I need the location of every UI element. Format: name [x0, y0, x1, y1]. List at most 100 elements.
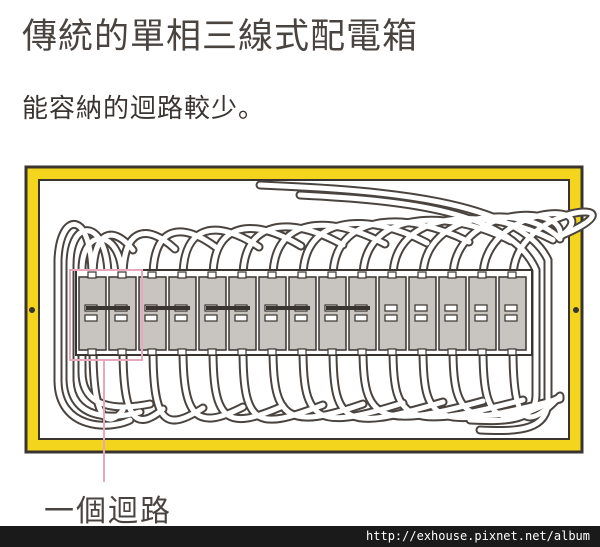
breaker-toggle [174, 314, 188, 322]
breaker-terminal-top [87, 271, 97, 279]
wire-right-bundle [297, 192, 539, 424]
wire-top [180, 227, 262, 280]
wire-top [300, 221, 430, 280]
breaker-body [78, 276, 107, 351]
breaker-toggle [504, 304, 518, 312]
breaker-toggle [354, 314, 368, 322]
breaker-toggle [384, 304, 398, 312]
breaker-toggle [474, 304, 488, 312]
wire-left-loop [55, 221, 133, 428]
breaker-body [288, 276, 317, 351]
breaker [288, 271, 317, 356]
breaker-terminal-top [477, 271, 487, 279]
breaker-toggle [204, 314, 218, 322]
breaker-terminal-top [177, 271, 187, 279]
breaker-body [138, 276, 167, 351]
breaker [108, 271, 137, 356]
double-pole-tie [206, 306, 250, 310]
breaker [198, 271, 227, 356]
breaker-toggle [384, 314, 398, 322]
breaker [498, 271, 527, 356]
breaker-toggle [264, 314, 278, 322]
breaker-terminal-bottom [237, 348, 247, 356]
breaker [138, 271, 167, 356]
breaker-terminal-bottom [327, 348, 337, 356]
breaker [438, 271, 467, 356]
wire-bottom [270, 347, 366, 420]
breaker-toggle [114, 314, 128, 322]
breaker [168, 271, 197, 356]
breaker-terminal-top [447, 271, 457, 279]
double-pole-tie [86, 306, 130, 310]
breaker-terminal-bottom [357, 348, 367, 356]
breaker-toggle [414, 314, 428, 322]
wire-right-bundle [257, 182, 551, 434]
breaker-terminal-top [207, 271, 217, 279]
breaker-terminal-bottom [177, 348, 187, 356]
breaker-terminal-top [297, 271, 307, 279]
wire-top [450, 212, 563, 280]
page-title: 傳統的單相三線式配電箱 [22, 17, 419, 57]
wire-bottom [480, 347, 563, 419]
breaker-terminal-top [267, 271, 277, 279]
breaker-terminal-top [507, 271, 517, 279]
wire-bottom [300, 347, 406, 421]
wire-top [480, 211, 575, 280]
breaker-toggle [324, 314, 338, 322]
wire-bottom [390, 347, 526, 420]
breaker-terminal-bottom [447, 348, 457, 356]
breaker-body [348, 276, 377, 351]
breaker-body [108, 276, 137, 351]
breaker-toggle [504, 314, 518, 322]
circuit-highlight [69, 269, 143, 361]
breaker [258, 271, 287, 356]
breaker-terminal-top [327, 271, 337, 279]
wires-inner [55, 182, 595, 434]
breaker-terminal-top [147, 271, 157, 279]
wire-top [120, 231, 178, 280]
breaker [348, 271, 377, 356]
breaker [78, 271, 107, 356]
page-subtitle: 能容納的迴路較少。 [22, 94, 266, 124]
breaker-body [198, 276, 227, 351]
breaker-terminal-bottom [147, 348, 157, 356]
breaker-terminal-bottom [87, 348, 97, 356]
breaker-terminal-bottom [387, 348, 397, 356]
breaker-body [378, 276, 407, 351]
breaker-body [228, 276, 257, 351]
breaker-body [168, 276, 197, 351]
breaker-toggle [144, 314, 158, 322]
breaker-terminal-bottom [297, 348, 307, 356]
breaker-terminal-top [417, 271, 427, 279]
wire-top [390, 216, 556, 280]
breaker-terminal-top [237, 271, 247, 279]
breaker-terminal-bottom [417, 348, 427, 356]
breaker-terminal-bottom [507, 348, 517, 356]
breaker-toggle [444, 314, 458, 322]
footer-bar: http://exhouse.pixnet.net/album [0, 526, 600, 547]
breaker-terminal-top [117, 271, 127, 279]
breaker-toggle [234, 314, 248, 322]
wire-top [510, 209, 595, 280]
wire-top [360, 217, 514, 280]
wire-bottom [210, 347, 286, 422]
breaker-body [498, 276, 527, 351]
breaker-body [408, 276, 437, 351]
double-pole-tie [146, 306, 190, 310]
breaker-body [318, 276, 347, 351]
watermark: http://exhouse.pixnet.net/album [366, 529, 590, 543]
double-pole-tie [266, 306, 310, 310]
breaker-toggle [84, 314, 98, 322]
breaker-toggle [474, 314, 488, 322]
screw-right [573, 307, 579, 313]
breaker-terminal-bottom [267, 348, 277, 356]
breaker-toggle [294, 314, 308, 322]
breaker-terminal-top [387, 271, 397, 279]
breaker-body [468, 276, 497, 351]
breaker [408, 271, 437, 356]
wire-bottom [240, 347, 326, 422]
wire-bottom [360, 347, 486, 419]
breaker-toggle [444, 304, 458, 312]
breakers [78, 271, 527, 356]
